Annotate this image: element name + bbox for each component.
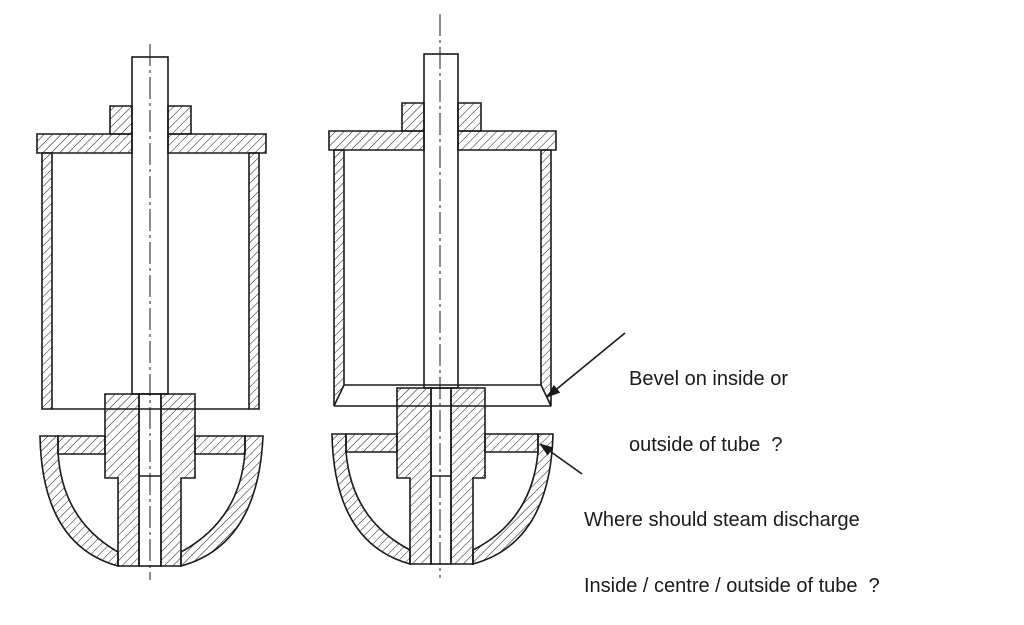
right-tube-walls [333,149,552,407]
left-cap-section [36,105,267,154]
left-hub-section [57,393,246,567]
right-hub-section [345,387,539,565]
right-cap-section [328,102,557,151]
bevel-annotation: Bevel on inside or outside of tube ? [629,324,788,478]
right-bowl-section [331,433,554,566]
steam-leader-arrow [539,443,583,475]
steam-annotation-line-1: Where should steam discharge [584,509,860,531]
left-assembly [36,44,267,580]
bevel-annotation-line-1: Bevel on inside or [629,368,788,390]
steam-annotation-line-2: Inside / centre / outside of tube ? [584,575,880,597]
bevel-leader-arrow [546,332,626,398]
bevel-annotation-line-2: outside of tube ? [629,434,783,456]
right-assembly [328,14,557,578]
steam-annotation: Where should steam discharge Inside / ce… [584,465,880,619]
left-bowl-section [39,435,264,568]
